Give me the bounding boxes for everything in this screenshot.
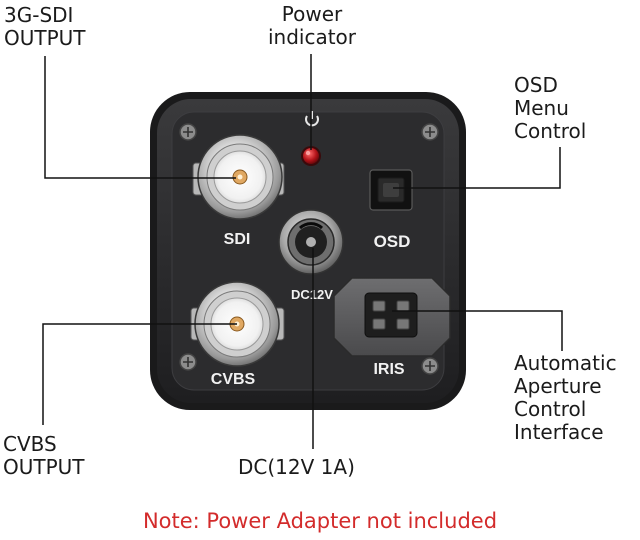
dc-input-callout: DC(12V 1A) xyxy=(238,456,355,479)
sdi-output-callout: 3G-SDI OUTPUT xyxy=(4,4,86,50)
callout-line: OUTPUT xyxy=(3,455,85,479)
callout-line: Power xyxy=(281,2,343,26)
callout-line: Control xyxy=(514,119,587,143)
corner-screws xyxy=(179,123,439,375)
leader-lines xyxy=(42,54,563,449)
power-icon xyxy=(305,111,319,127)
power-adapter-note: Note: Power Adapter not included xyxy=(142,509,498,533)
callout-line: Automatic xyxy=(514,351,617,375)
dc-power-jack xyxy=(278,209,344,275)
osd-menu-callout: OSD Menu Control xyxy=(514,74,586,143)
leader-line-cvbs xyxy=(42,323,237,425)
callout-line: Interface xyxy=(514,420,604,444)
callout-line: 3G-SDI xyxy=(4,3,74,27)
screw-icon xyxy=(421,357,439,375)
iris-label: IRIS xyxy=(373,361,404,378)
cvbs-output-callout: CVBS OUTPUT xyxy=(3,433,85,479)
osd-button xyxy=(369,169,413,211)
osd-label: OSD xyxy=(374,232,411,251)
callout-line: OSD xyxy=(514,73,558,97)
leader-line-iris xyxy=(392,310,563,351)
sdi-bnc-connector xyxy=(192,134,285,220)
callout-line: Menu xyxy=(514,96,569,120)
callout-line: OUTPUT xyxy=(4,26,86,50)
callout-line: Control xyxy=(514,397,587,421)
screw-icon xyxy=(421,123,439,141)
screw-icon xyxy=(179,353,197,371)
leader-line-sdi xyxy=(44,56,236,179)
callout-line: DC(12V 1A) xyxy=(238,455,355,479)
power-indicator-callout: Power indicator xyxy=(252,3,372,49)
leader-line-osd xyxy=(393,147,561,189)
cvbs-label: CVBS xyxy=(211,371,256,388)
callout-line: Aperture xyxy=(514,374,602,398)
callout-line: indicator xyxy=(267,25,357,49)
callout-line: CVBS xyxy=(3,432,57,456)
iris-connector xyxy=(333,277,451,357)
screw-icon xyxy=(179,123,197,141)
dc-label: DC12V xyxy=(291,287,333,302)
auto-aperture-callout: Automatic Aperture Control Interface xyxy=(514,352,617,444)
sdi-label: SDI xyxy=(224,231,251,248)
power-indicator-led xyxy=(301,146,321,166)
